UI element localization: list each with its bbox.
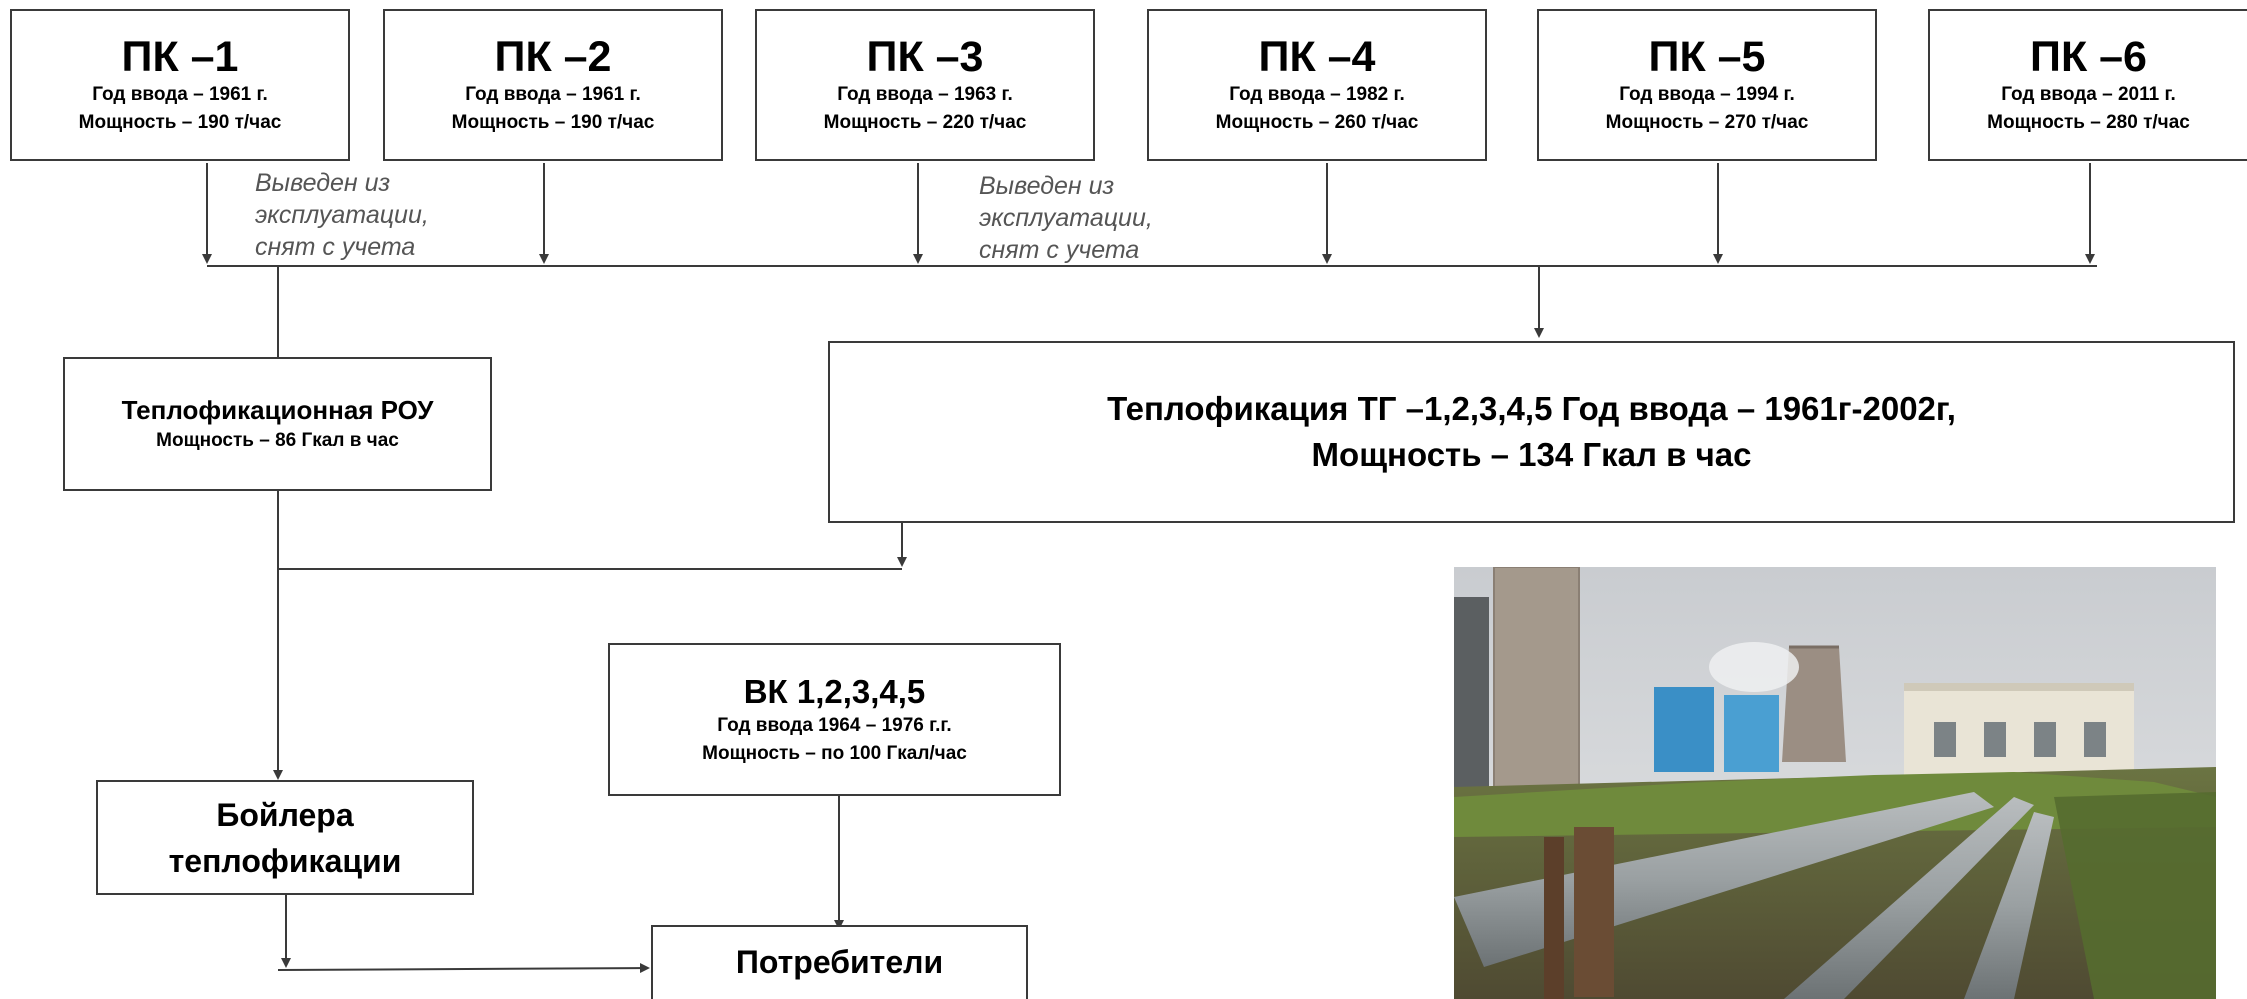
- photo-drawing: [1454, 567, 2216, 999]
- boiler-title: ПК –2: [494, 33, 612, 81]
- vk-title: ВК 1,2,3,4,5: [743, 672, 926, 710]
- boiler-year: Год ввода – 2011 г.: [2001, 84, 2176, 105]
- boiler-title: ПК –4: [1258, 33, 1376, 81]
- note-line: эксплуатации,: [255, 201, 429, 229]
- vk-year: Год ввода 1964 – 1976 г.г.: [717, 714, 952, 736]
- boilers-to-consumers-arrow: [277, 963, 650, 974]
- boiler-year: Год ввода – 1982 г.: [1229, 84, 1405, 105]
- boiler-title: ПК –5: [1648, 33, 1766, 81]
- boiler-power: Мощность – 270 т/час: [1605, 112, 1809, 133]
- note-line: эксплуатации,: [979, 204, 1153, 232]
- boiler-power: Мощность – 220 т/час: [823, 112, 1027, 133]
- vk-box: ВК 1,2,3,4,5 Год ввода 1964 – 1976 г.г. …: [608, 643, 1061, 796]
- boiler-power: Мощность – 280 т/час: [1987, 112, 2190, 133]
- heating-boilers-line: Бойлера: [216, 796, 354, 833]
- tg-power-line: Мощность – 134 Гкал в час: [1311, 436, 1752, 473]
- consumers-label: Потребители: [735, 944, 944, 980]
- boiler-title: ПК –6: [2030, 33, 2147, 81]
- boiler-box-pk2: ПК –2 Год ввода – 1961 г. Мощность – 190…: [383, 9, 723, 161]
- boiler-power: Мощность – 260 т/час: [1215, 112, 1419, 133]
- boiler-box-pk5: ПК –5 Год ввода – 1994 г. Мощность – 270…: [1537, 9, 1877, 161]
- boiler-year: Год ввода – 1961 г.: [92, 84, 268, 105]
- boiler-power: Мощность – 190 т/час: [78, 112, 282, 133]
- decommissioned-note-pk3: Выведен из эксплуатации, снят с учета: [979, 170, 1153, 266]
- heating-boilers-line: теплофикации: [168, 842, 402, 879]
- note-line: снят с учета: [979, 236, 1140, 264]
- rou-title: Теплофикационная РОУ: [121, 395, 434, 425]
- boiler-year: Год ввода – 1994 г.: [1619, 84, 1795, 105]
- boiler-box-pk4: ПК –4 Год ввода – 1982 г. Мощность – 260…: [1147, 9, 1487, 161]
- note-line: снят с учета: [255, 233, 416, 261]
- heating-boilers-box: Бойлера теплофикации: [96, 780, 474, 895]
- note-line: Выведен из: [255, 169, 391, 197]
- decommissioned-note-pk2: Выведен из эксплуатации, снят с учета: [255, 167, 429, 263]
- boiler-box-pk3: ПК –3 Год ввода – 1963 г. Мощность – 220…: [755, 9, 1095, 161]
- note-line: Выведен из: [979, 172, 1115, 200]
- rou-box: Теплофикационная РОУ Мощность – 86 Гкал …: [63, 357, 492, 491]
- boiler-title: ПК –1: [121, 33, 239, 81]
- boiler-box-pk6: ПК –6 Год ввода – 2011 г. Мощность – 280…: [1928, 9, 2247, 161]
- tg-box: Теплофикация ТГ –1,2,3,4,5 Год ввода – 1…: [828, 341, 2235, 523]
- consumers-box: Потребители: [651, 925, 1028, 999]
- boiler-year: Год ввода – 1961 г.: [465, 84, 641, 105]
- boiler-power: Мощность – 190 т/час: [451, 112, 655, 133]
- boiler-title: ПК –3: [866, 33, 984, 81]
- industrial-pipeline-photo: [1454, 567, 2216, 999]
- boiler-box-pk1: ПК –1 Год ввода – 1961 г. Мощность – 190…: [10, 9, 350, 161]
- tg-title-line: Теплофикация ТГ –1,2,3,4,5 Год ввода – 1…: [1107, 390, 1956, 427]
- vk-power: Мощность – по 100 Гкал/час: [702, 742, 967, 764]
- boiler-year: Год ввода – 1963 г.: [837, 84, 1013, 105]
- rou-power: Мощность – 86 Гкал в час: [156, 430, 399, 451]
